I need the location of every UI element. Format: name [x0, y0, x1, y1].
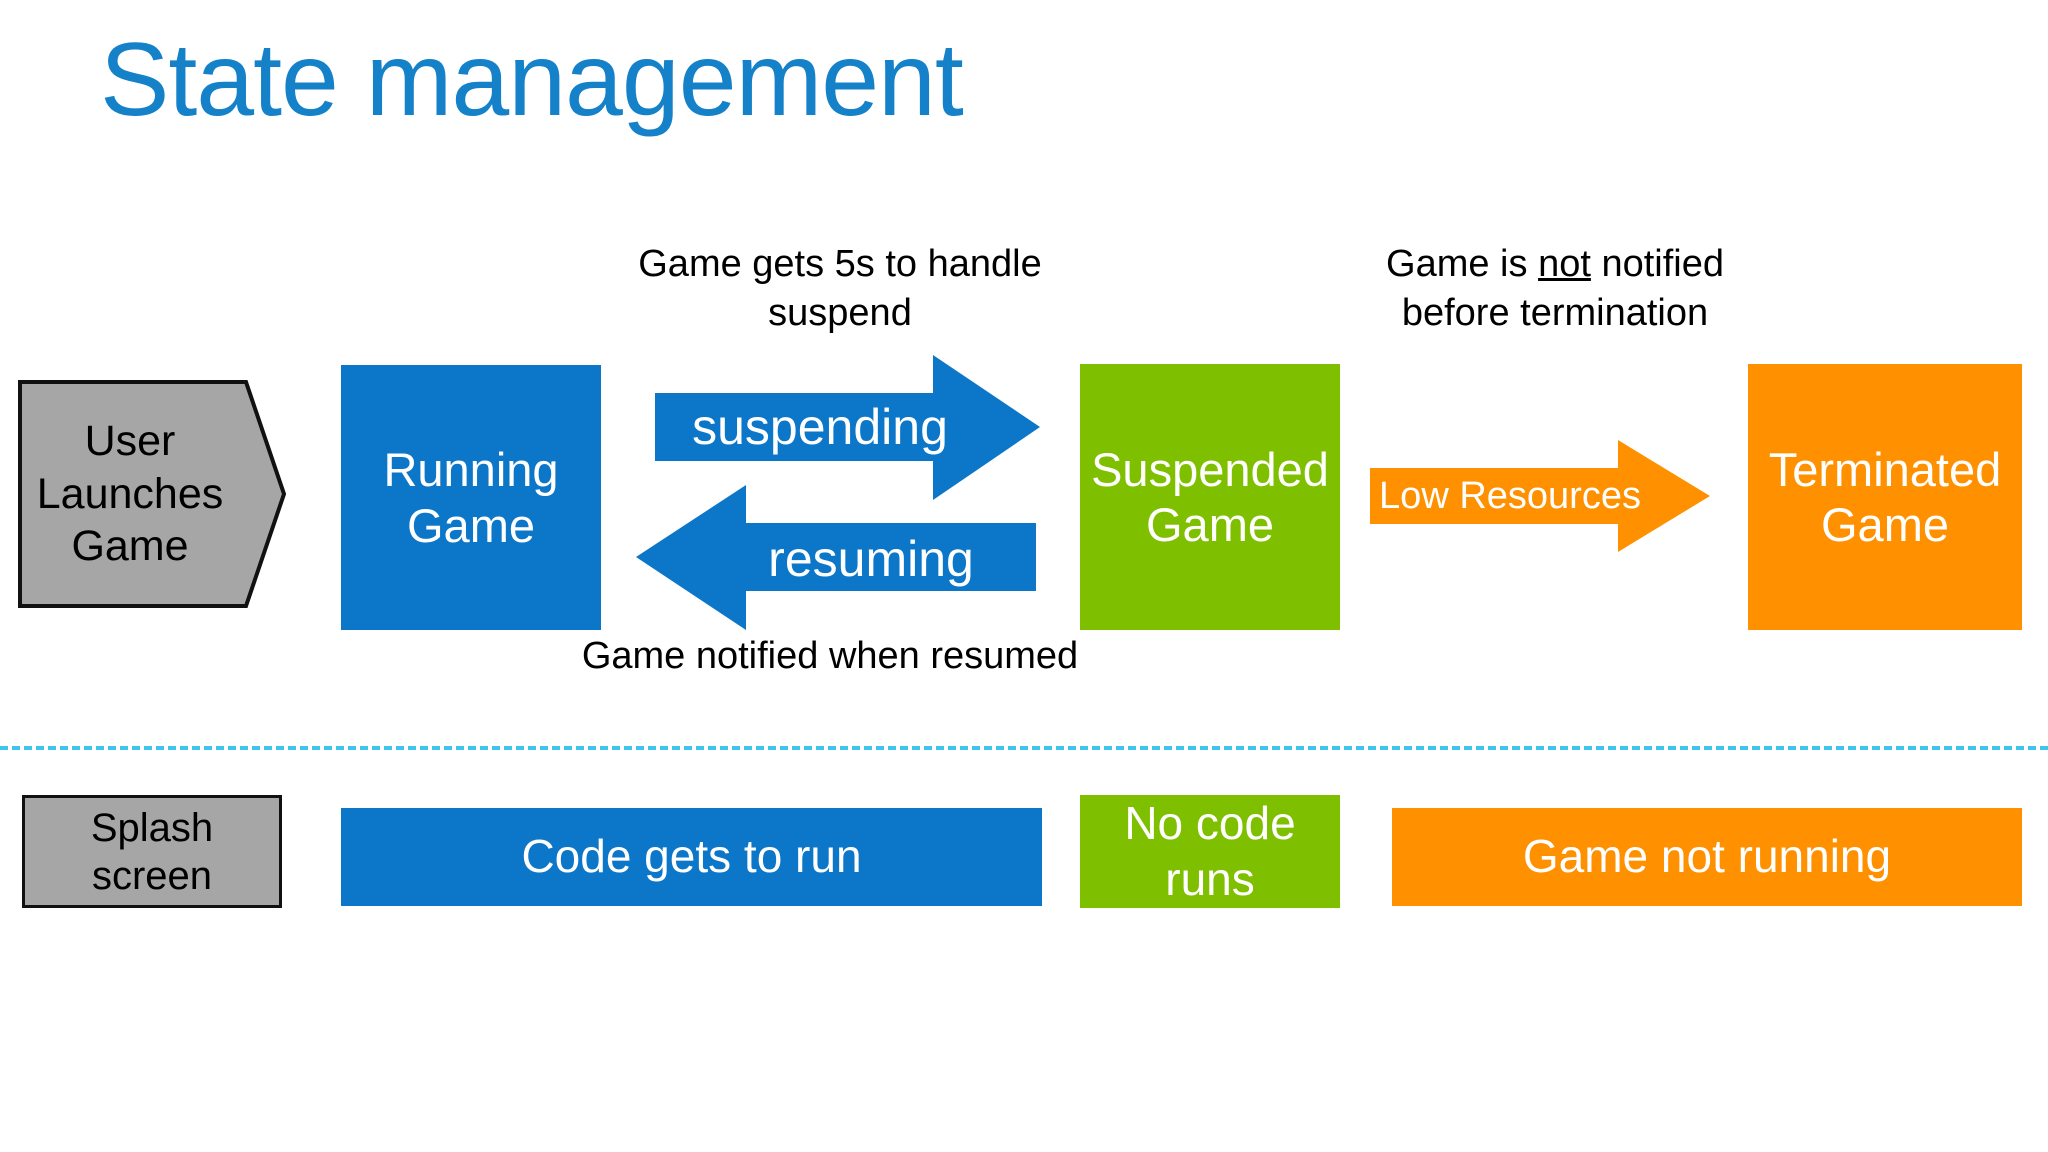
execution-bar-no-code-runs: No code runs [1080, 795, 1340, 908]
transition-arrow-suspending: suspending [655, 355, 1040, 500]
execution-bar-splash-screen-label: Splash screen [90, 805, 214, 898]
execution-bar-game-not-running-label: Game not running [1522, 830, 1892, 883]
arrow-right-icon [655, 355, 1040, 500]
state-box-terminated-game-label: Terminated Game [1768, 442, 2002, 551]
state-box-running-game: Running Game [341, 365, 601, 630]
execution-bar-no-code-runs-label: No code runs [1124, 797, 1296, 905]
annotation-termination-note-part2: notified before termination [1401, 243, 1724, 334]
page-title: State management [100, 22, 964, 138]
transition-arrow-suspending-label: suspending [692, 399, 948, 455]
state-box-running-game-label: Running Game [383, 443, 559, 552]
arrow-left-icon [636, 485, 1036, 630]
annotation-termination-note: Game is not notified before termination [1350, 240, 1760, 337]
annotation-termination-note-emphasis: not [1538, 243, 1591, 285]
pentagon-shape-icon [18, 380, 286, 608]
execution-bar-splash-screen: Splash screen [22, 795, 282, 908]
transition-arrow-resuming: resuming [636, 485, 1036, 630]
transition-arrow-low-resources-label: Low Resources [1379, 474, 1641, 517]
execution-bar-code-runs-label: Code gets to run [521, 830, 862, 883]
transition-arrow-resuming-label: resuming [768, 531, 974, 587]
transition-arrow-low-resources: Low Resources [1370, 440, 1710, 552]
execution-bar-code-runs: Code gets to run [341, 808, 1042, 906]
entry-shape-user-launches-game: User Launches Game [18, 378, 286, 610]
arrow-right-icon [1370, 440, 1710, 552]
annotation-resume-note: Game notified when resumed [581, 635, 1079, 677]
annotation-termination-note-part1: Game is [1386, 243, 1539, 285]
state-box-suspended-game-label: Suspended Game [1091, 442, 1329, 551]
execution-bar-game-not-running: Game not running [1392, 808, 2022, 906]
state-box-terminated-game: Terminated Game [1748, 364, 2022, 630]
state-box-suspended-game: Suspended Game [1080, 364, 1340, 630]
section-divider [0, 746, 2048, 750]
annotation-suspend-note: Game gets 5s to handle suspend [638, 243, 1042, 334]
